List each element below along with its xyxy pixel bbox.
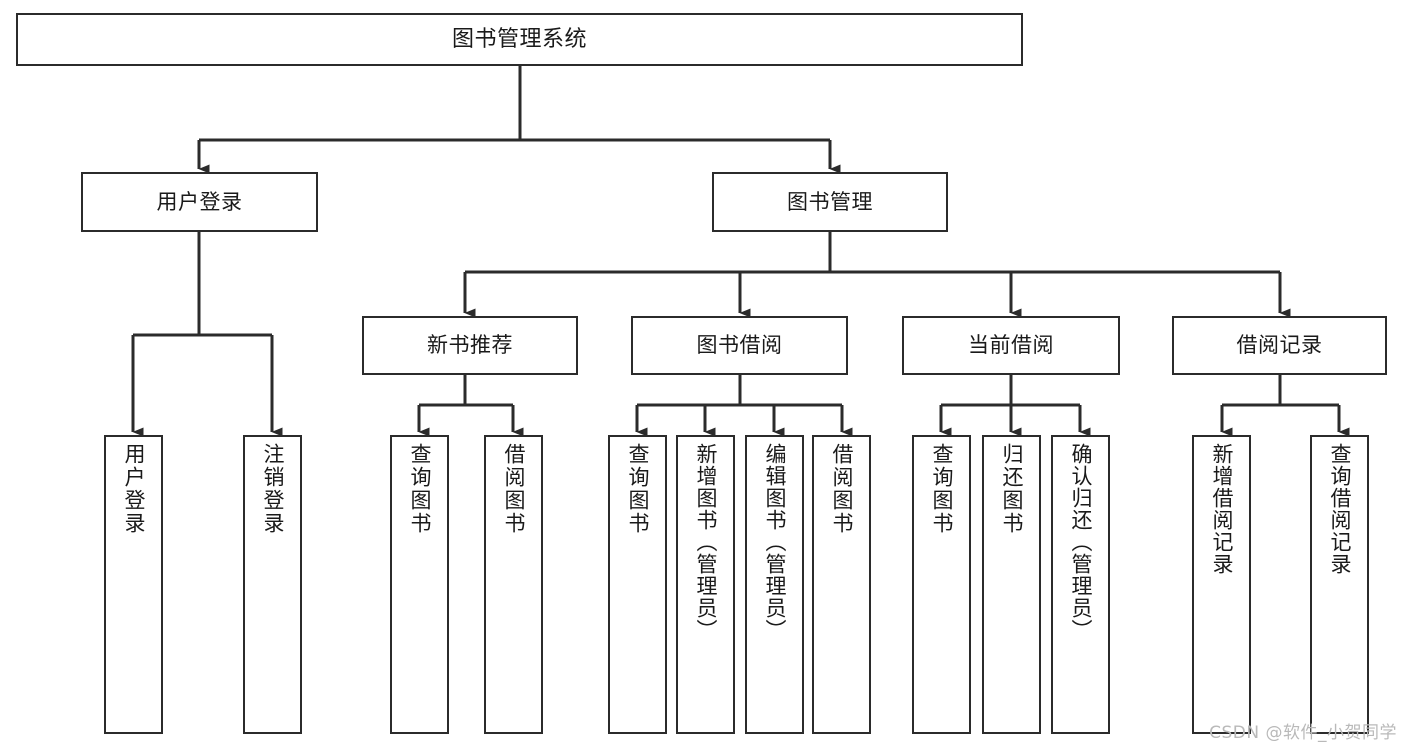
node-label: 当前借阅	[968, 333, 1054, 358]
node-book-management[interactable]: 图书管理	[712, 172, 948, 232]
leaf-new-book-query-book[interactable]: 查询图书	[390, 435, 449, 734]
leaf-book-borrow-edit-book-admin[interactable]: 编辑图书（管理员）	[745, 435, 804, 734]
leaf-user-login-logout[interactable]: 注销登录	[243, 435, 302, 734]
node-label: 新增图书（管理员）	[694, 443, 719, 641]
node-label: 新书推荐	[427, 333, 513, 358]
node-label: 查询图书	[626, 443, 651, 535]
watermark-text: CSDN @软件_小贺同学	[1209, 723, 1397, 743]
node-label: 图书借阅	[696, 333, 783, 358]
node-label: 图书管理	[787, 189, 873, 214]
node-label: 查询图书	[930, 443, 955, 535]
leaf-book-borrow-add-book-admin[interactable]: 新增图书（管理员）	[676, 435, 735, 734]
leaf-borrow-record-add-record[interactable]: 新增借阅记录	[1192, 435, 1251, 734]
node-label: 编辑图书（管理员）	[763, 443, 788, 641]
node-label: 用户登录	[156, 189, 243, 214]
leaf-current-borrow-query-book[interactable]: 查询图书	[912, 435, 971, 734]
node-label: 图书管理系统	[451, 26, 587, 52]
node-book-borrow[interactable]: 图书借阅	[631, 316, 848, 375]
node-label: 归还图书	[1000, 443, 1025, 535]
node-label: 查询图书	[408, 443, 433, 535]
node-label: 确认归还（管理员）	[1069, 443, 1094, 641]
node-root-book-management-system[interactable]: 图书管理系统	[16, 13, 1023, 66]
node-label: 借阅图书	[502, 443, 527, 535]
node-current-borrow[interactable]: 当前借阅	[902, 316, 1120, 375]
leaf-book-borrow-query-book[interactable]: 查询图书	[608, 435, 667, 734]
node-label: 借阅记录	[1236, 333, 1323, 358]
leaf-borrow-record-query-record[interactable]: 查询借阅记录	[1310, 435, 1369, 734]
node-label: 注销登录	[261, 443, 286, 535]
leaf-current-borrow-return-book[interactable]: 归还图书	[982, 435, 1041, 734]
leaf-new-book-borrow-book[interactable]: 借阅图书	[484, 435, 543, 734]
leaf-user-login-login[interactable]: 用户登录	[104, 435, 163, 734]
node-label: 借阅图书	[830, 443, 855, 535]
leaf-current-borrow-confirm-return-admin[interactable]: 确认归还（管理员）	[1051, 435, 1110, 734]
node-label: 用户登录	[122, 443, 147, 535]
leaf-book-borrow-borrow-book[interactable]: 借阅图书	[812, 435, 871, 734]
node-new-book-recommend[interactable]: 新书推荐	[362, 316, 578, 375]
node-user-login[interactable]: 用户登录	[81, 172, 318, 232]
node-borrow-record[interactable]: 借阅记录	[1172, 316, 1387, 375]
node-label: 查询借阅记录	[1328, 443, 1353, 575]
node-label: 新增借阅记录	[1210, 443, 1235, 575]
